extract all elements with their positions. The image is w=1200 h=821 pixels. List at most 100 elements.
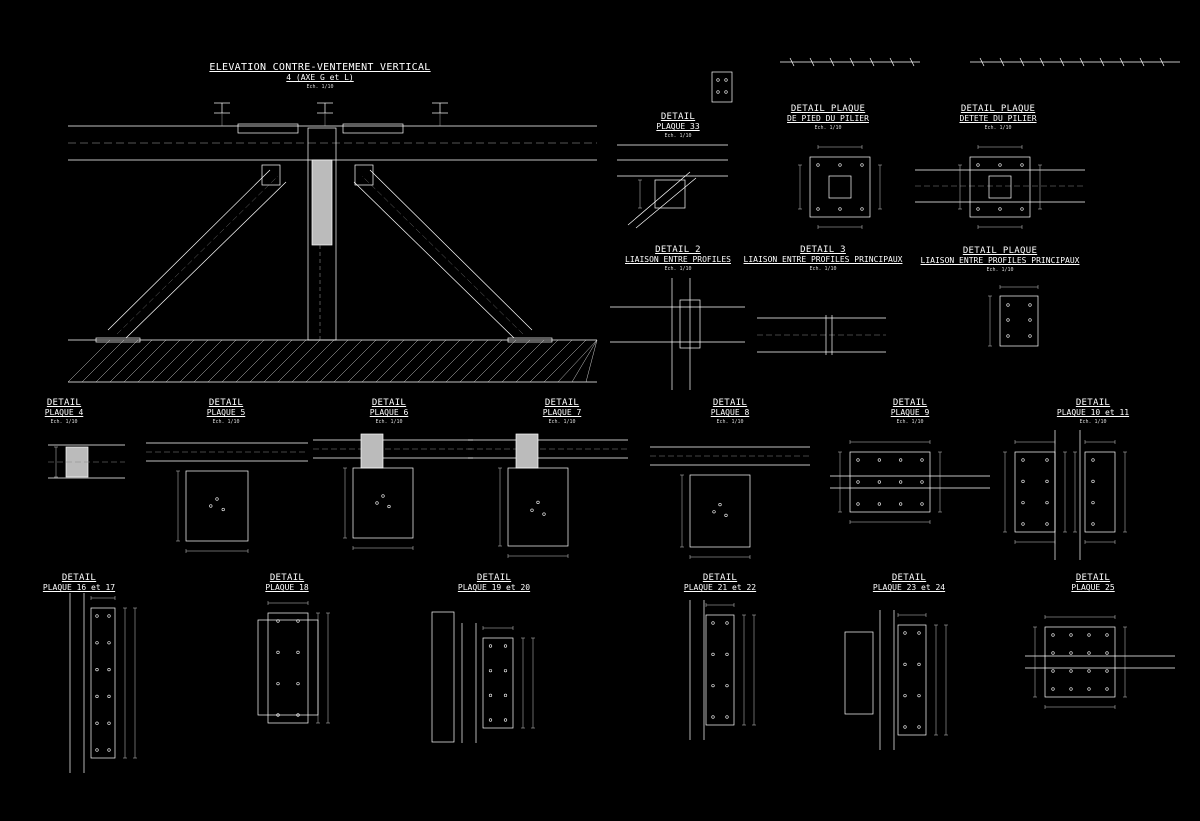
plate-outline bbox=[352, 467, 414, 539]
detail-title: DETAIL bbox=[544, 398, 580, 408]
bolt-hole bbox=[95, 748, 99, 752]
cad-line bbox=[445, 339, 489, 383]
cad-line bbox=[137, 339, 181, 383]
bolt-hole bbox=[1006, 303, 1010, 307]
cad-line bbox=[249, 339, 293, 383]
bolt-hole bbox=[95, 667, 99, 672]
bolt-hole bbox=[95, 721, 99, 725]
cad-line bbox=[81, 339, 125, 383]
bolt-hole bbox=[920, 502, 924, 506]
bolt-hole bbox=[724, 78, 728, 82]
bolt-hole bbox=[1105, 687, 1109, 691]
elevation-title: ELEVATION CONTRE-VENTEMENT VERTICAL bbox=[209, 62, 431, 73]
bolt-hole bbox=[724, 513, 728, 518]
bolt-hole bbox=[903, 662, 907, 666]
detail-title: DETAIL bbox=[702, 573, 738, 583]
detail-subtitle: DETETE DU PILIER bbox=[959, 114, 1037, 123]
detail-scale: Ech. 1/10 bbox=[809, 266, 837, 272]
gusset-plate bbox=[237, 123, 299, 134]
cad-line bbox=[1039, 57, 1045, 67]
plate-outline bbox=[267, 612, 309, 724]
bolt-hole bbox=[107, 694, 111, 699]
cad-line bbox=[487, 339, 531, 383]
bolt-hole bbox=[1105, 651, 1109, 655]
cad-line bbox=[1099, 57, 1105, 67]
bolt-hole bbox=[503, 669, 508, 673]
cad-line bbox=[459, 339, 503, 383]
bolt-hole bbox=[542, 512, 546, 516]
bolt-hole bbox=[107, 641, 111, 645]
cad-line bbox=[207, 339, 251, 383]
cad-line bbox=[193, 339, 237, 383]
cad-line bbox=[557, 339, 598, 383]
bolt-hole bbox=[1087, 633, 1091, 637]
bolt-hole bbox=[718, 503, 722, 507]
detail-subtitle: PLAQUE 23 et 24 bbox=[872, 583, 946, 592]
cad-line bbox=[1079, 57, 1085, 67]
bolt-hole bbox=[1051, 633, 1055, 637]
bolt-hole bbox=[296, 650, 300, 654]
elevation-subtitle: 4 (AXE G et L) bbox=[286, 73, 354, 82]
bolt-hole bbox=[1051, 651, 1055, 655]
bolt-hole bbox=[1087, 669, 1091, 673]
bolt-hole bbox=[920, 458, 924, 462]
bolt-hole bbox=[488, 669, 493, 673]
bolt-hole bbox=[1006, 334, 1010, 338]
cad-line bbox=[635, 177, 697, 229]
detail-title: DETAIL bbox=[1075, 398, 1111, 408]
bolt-hole bbox=[107, 748, 111, 752]
bolt-hole bbox=[903, 725, 907, 729]
cad-line bbox=[809, 57, 815, 67]
gusset-plate bbox=[342, 123, 404, 134]
bolt-hole bbox=[1069, 687, 1073, 691]
cad-line bbox=[375, 339, 419, 383]
bolt-hole bbox=[917, 694, 921, 698]
detail-scale: Ech. 1/10 bbox=[1079, 419, 1107, 425]
detail-title: DETAIL bbox=[269, 573, 305, 583]
bolt-hole bbox=[215, 497, 219, 501]
bolt-hole bbox=[899, 480, 903, 484]
detail-title: DETAIL bbox=[891, 573, 927, 583]
detail-title: DETAIL bbox=[892, 398, 928, 408]
detail-scale: Ech. 1/10 bbox=[896, 419, 924, 425]
bolt-hole bbox=[711, 652, 715, 656]
detail-scale: Ech. 1/10 bbox=[548, 419, 576, 425]
bolt-hole bbox=[95, 694, 99, 699]
plate-block bbox=[360, 433, 384, 469]
cad-line bbox=[529, 339, 573, 383]
bolt-hole bbox=[488, 644, 493, 648]
plate-outline bbox=[689, 474, 751, 548]
bolt-hole bbox=[1045, 458, 1049, 462]
bolt-hole bbox=[711, 621, 715, 625]
plate-outline bbox=[844, 631, 874, 715]
plate-outline bbox=[711, 71, 733, 103]
cad-line bbox=[1139, 57, 1145, 67]
bolt-hole bbox=[387, 504, 391, 509]
cad-line bbox=[369, 169, 533, 331]
elevation-scale: Ech. 1/10 bbox=[306, 84, 334, 90]
cad-line bbox=[263, 339, 307, 383]
cad-line bbox=[417, 339, 461, 383]
detail-scale: Ech. 1/10 bbox=[984, 125, 1012, 131]
column-section bbox=[828, 175, 852, 199]
detail-scale: Ech. 1/10 bbox=[664, 266, 692, 272]
detail-subtitle: PLAQUE 9 bbox=[890, 408, 930, 417]
detail-subtitle: PLAQUE 10 et 11 bbox=[1056, 408, 1130, 417]
bolt-hole bbox=[1028, 318, 1032, 322]
bolt-hole bbox=[536, 500, 540, 505]
bolt-hole bbox=[1028, 303, 1032, 307]
cad-line bbox=[291, 339, 335, 383]
cad-line bbox=[221, 339, 265, 383]
bolt-hole bbox=[976, 163, 980, 167]
bolt-hole bbox=[1105, 669, 1109, 673]
column-web bbox=[311, 159, 333, 246]
bolt-hole bbox=[1051, 687, 1055, 691]
bolt-hole bbox=[899, 502, 903, 506]
bolt-hole bbox=[1021, 479, 1025, 483]
cad-line bbox=[849, 57, 855, 67]
bolt-hole bbox=[1021, 458, 1025, 462]
bolt-hole bbox=[1069, 669, 1073, 673]
